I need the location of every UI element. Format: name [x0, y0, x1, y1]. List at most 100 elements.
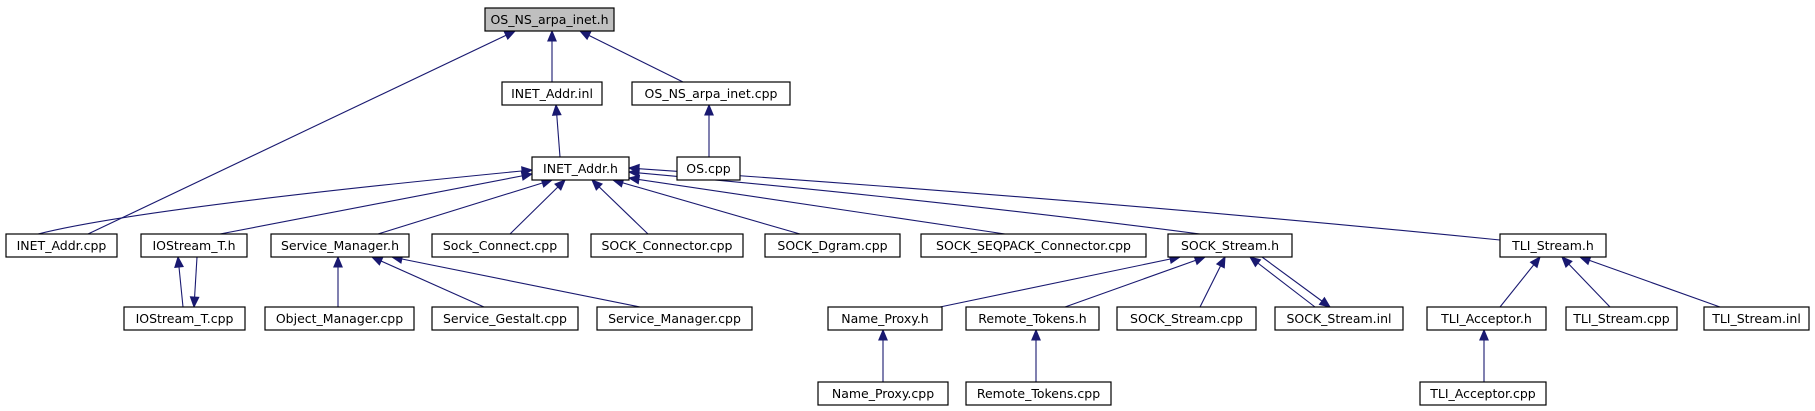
node-name-proxy-h[interactable]: Name_Proxy.h	[827, 306, 943, 331]
arrowhead	[878, 328, 888, 341]
node-label: Service_Manager.cpp	[608, 311, 741, 326]
edge-sock-dgram-cpp-to-inet-addr-h	[611, 178, 801, 235]
node-label: Service_Manager.h	[281, 238, 399, 253]
arrowhead	[627, 163, 640, 174]
node-label: SOCK_Stream.cpp	[1130, 311, 1243, 326]
edge-tli-stream-cpp-to-tli-stream-h	[1561, 256, 1611, 308]
node-label: INET_Addr.h	[543, 161, 618, 176]
node-label: Object_Manager.cpp	[276, 311, 403, 326]
node-label: TLI_Stream.cpp	[1572, 311, 1670, 326]
arrowhead	[1031, 328, 1041, 341]
node-iostream-t-cpp[interactable]: IOStream_T.cpp	[123, 306, 246, 331]
arrowhead	[704, 103, 714, 116]
node-os-ns-arpa-inet-cpp[interactable]: OS_NS_arpa_inet.cpp	[631, 81, 791, 106]
node-label: IOStream_T.cpp	[136, 311, 234, 326]
edge-sock-connect-cpp-to-inet-addr-h	[509, 179, 566, 235]
edge-sock-connector-cpp-to-inet-addr-h	[591, 179, 649, 235]
arrowhead	[174, 255, 184, 268]
node-label: TLI_Stream.inl	[1711, 311, 1801, 326]
node-label: TLI_Stream.h	[1511, 238, 1594, 253]
edge-inet-addr-cpp-to-inet-addr-h	[37, 166, 534, 235]
node-label: SOCK_Stream.h	[1181, 238, 1279, 253]
edge-iostream-t-h-to-inet-addr-h	[219, 171, 534, 235]
node-tli-stream-inl[interactable]: TLI_Stream.inl	[1703, 306, 1810, 331]
arrowhead	[1318, 296, 1332, 308]
node-sock-stream-h[interactable]: SOCK_Stream.h	[1167, 233, 1293, 258]
node-label: OS_NS_arpa_inet.h	[490, 12, 608, 27]
node-os-cpp[interactable]: OS.cpp	[676, 156, 741, 181]
node-tli-acceptor-h[interactable]: TLI_Acceptor.h	[1426, 306, 1547, 331]
arrowhead	[1561, 256, 1573, 269]
nodes-layer: OS_NS_arpa_inet.h INET_Addr.inl OS_NS_ar…	[5, 7, 1810, 406]
node-label: INET_Addr.cpp	[17, 238, 107, 253]
node-tli-stream-h[interactable]: TLI_Stream.h	[1499, 233, 1607, 258]
node-tli-stream-cpp[interactable]: TLI_Stream.cpp	[1565, 306, 1678, 331]
arrowhead	[520, 171, 534, 181]
arrowhead	[370, 256, 384, 266]
arrowhead	[503, 30, 517, 40]
arrowhead	[1529, 255, 1541, 269]
node-remote-tokens-h[interactable]: Remote_Tokens.h	[965, 306, 1100, 331]
arrowhead	[554, 179, 566, 191]
node-os-ns-arpa-inet-h[interactable]: OS_NS_arpa_inet.h	[484, 7, 615, 32]
arrowhead	[578, 30, 592, 41]
node-label: Remote_Tokens.h	[978, 311, 1086, 326]
node-label: Service_Gestalt.cpp	[443, 311, 567, 326]
arrowhead	[547, 29, 557, 42]
edge-remote-tokens-h-to-sock-stream-h	[1064, 255, 1207, 308]
edge-tli-acceptor-cpp-to-tli-acceptor-h	[1479, 328, 1489, 382]
edge-name-proxy-h-to-sock-stream-h	[939, 254, 1182, 308]
node-sock-connector-cpp[interactable]: SOCK_Connector.cpp	[590, 233, 744, 258]
edge-os-ns-arpa-inet-cpp-to-os-ns-arpa-inet-h	[578, 30, 684, 83]
node-service-manager-cpp[interactable]: Service_Manager.cpp	[596, 306, 753, 331]
node-label: TLI_Acceptor.h	[1440, 311, 1532, 326]
edge-sock-seqpack-connector-cpp-to-inet-addr-h	[627, 174, 1006, 235]
node-sock-dgram-cpp[interactable]: SOCK_Dgram.cpp	[764, 233, 901, 258]
node-iostream-t-h[interactable]: IOStream_T.h	[140, 233, 248, 258]
node-name-proxy-cpp[interactable]: Name_Proxy.cpp	[817, 381, 949, 406]
node-label: SOCK_SEQPACK_Connector.cpp	[936, 238, 1131, 253]
node-label: SOCK_Connector.cpp	[602, 238, 733, 253]
node-label: OS.cpp	[686, 161, 731, 176]
node-label: Name_Proxy.h	[841, 311, 928, 326]
node-label: IOStream_T.h	[152, 238, 235, 253]
node-tli-acceptor-cpp[interactable]: TLI_Acceptor.cpp	[1419, 381, 1547, 406]
node-inet-addr-inl[interactable]: INET_Addr.inl	[501, 81, 603, 106]
edge-inet-addr-cpp-to-os-ns-arpa-inet-h	[87, 30, 517, 235]
edge-iostream-t-cpp-to-iostream-t-h	[174, 255, 184, 308]
edge-tli-stream-inl-to-tli-stream-h	[1578, 255, 1721, 308]
edge-sock-stream-h-to-sock-stream-inl	[1261, 256, 1332, 308]
edge-name-proxy-cpp-to-name-proxy-h	[878, 328, 888, 382]
node-label: SOCK_Dgram.cpp	[777, 238, 887, 253]
edge-tli-stream-h-to-inet-addr-h	[627, 163, 1501, 241]
arrowhead	[1248, 256, 1262, 268]
edge-sock-stream-cpp-to-sock-stream-h	[1199, 255, 1226, 308]
node-service-manager-h[interactable]: Service_Manager.h	[270, 233, 410, 258]
node-object-manager-cpp[interactable]: Object_Manager.cpp	[264, 306, 415, 331]
node-sock-stream-cpp[interactable]: SOCK_Stream.cpp	[1116, 306, 1257, 331]
arrowhead	[1215, 255, 1226, 269]
node-remote-tokens-cpp[interactable]: Remote_Tokens.cpp	[965, 381, 1112, 406]
edge-service-manager-cpp-to-service-manager-h	[390, 254, 641, 308]
arrowhead	[1479, 328, 1489, 341]
node-label: SOCK_Stream.inl	[1286, 311, 1391, 326]
edge-tli-acceptor-h-to-tli-stream-h	[1499, 255, 1541, 308]
node-inet-addr-cpp[interactable]: INET_Addr.cpp	[5, 233, 118, 258]
arrowhead	[551, 103, 562, 116]
node-label: TLI_Acceptor.cpp	[1429, 386, 1536, 401]
arrowhead	[627, 174, 641, 185]
arrowhead	[333, 255, 343, 268]
node-sock-stream-inl[interactable]: SOCK_Stream.inl	[1274, 306, 1404, 331]
edge-remote-tokens-cpp-to-remote-tokens-h	[1031, 328, 1041, 382]
edge-inet-addr-inl-to-os-ns-arpa-inet-h	[547, 29, 557, 82]
node-inet-addr-h[interactable]: INET_Addr.h	[531, 156, 630, 181]
arrowhead	[189, 296, 200, 309]
edge-inet-addr-h-to-inet-addr-inl	[551, 103, 562, 158]
edge-iostream-t-h-to-iostream-t-cpp	[189, 256, 200, 309]
node-sock-seqpack-connector-cpp[interactable]: SOCK_SEQPACK_Connector.cpp	[920, 233, 1147, 258]
node-service-gestalt-cpp[interactable]: Service_Gestalt.cpp	[431, 306, 579, 331]
node-label: INET_Addr.inl	[511, 86, 593, 101]
node-sock-connect-cpp[interactable]: Sock_Connect.cpp	[431, 233, 569, 258]
